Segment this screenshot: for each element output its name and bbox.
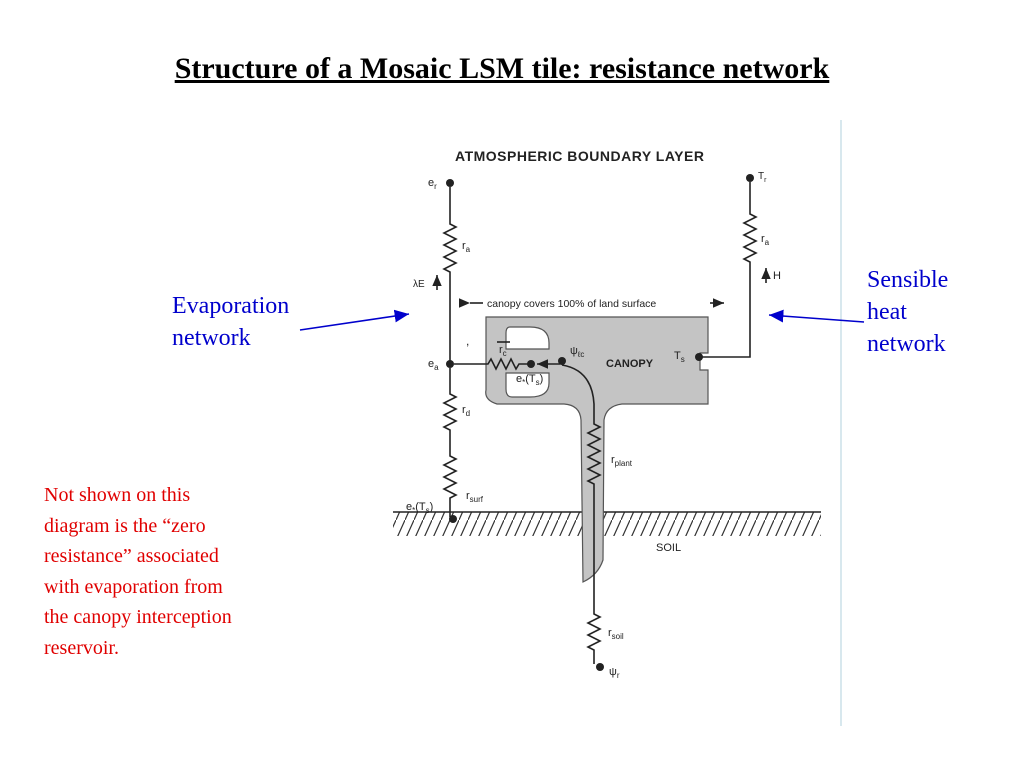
note-line-2: diagram is the “zero — [44, 514, 206, 537]
r-c-label: rc — [499, 344, 507, 358]
e-a-label: ea — [428, 358, 439, 372]
e-star-canopy-label: e*(Ts) — [516, 373, 543, 387]
evaporation-pointer-arrow — [299, 309, 410, 331]
r-a-left-label: ra — [462, 240, 471, 254]
canopy-cutout-upper — [505, 326, 550, 350]
canopy-cutout-lower — [505, 372, 550, 398]
psi-r-label: ψr — [609, 666, 620, 680]
soil-surface-hatching — [393, 512, 821, 536]
slide-title: Structure of a Mosaic LSM tile: resistan… — [174, 52, 830, 85]
sensible-pointer-arrow — [768, 309, 865, 323]
zero-resistance-note: Not shown on this diagram is the “zero r… — [44, 480, 304, 663]
e-star-canopy-node — [527, 360, 535, 368]
evaporation-label-line-1: Evaporation — [172, 293, 290, 319]
evaporation-network-label: Evaporation network — [172, 290, 289, 354]
r-soil-label: rsoil — [608, 627, 624, 641]
t-s-node — [695, 353, 703, 361]
psi-lc-label: ψℓc — [570, 345, 584, 359]
sensible-flux-label: H — [773, 270, 781, 282]
tick-mark: , — [466, 334, 469, 348]
e-r-label: er — [428, 177, 437, 191]
note-line-1: Not shown on this — [44, 484, 191, 506]
note-line-3: resistance” associated — [44, 545, 219, 567]
canopy-cover-label: canopy covers 100% of land surface — [487, 298, 656, 310]
canopy-label: CANOPY — [606, 358, 654, 370]
psi-r-node — [596, 663, 604, 671]
r-soil-resistor — [586, 600, 602, 664]
r-a-right-label: ra — [761, 233, 770, 247]
r-plant-label: rplant — [611, 454, 633, 468]
evaporation-label-line-2: network — [172, 325, 251, 351]
r-d-label: rd — [462, 404, 470, 418]
r-d-r-surf-resistors — [442, 368, 458, 517]
latent-flux-label: λE — [413, 279, 425, 290]
soil-label: SOIL — [656, 542, 681, 554]
note-line-6: reservoir. — [44, 636, 119, 659]
r-a-left-resistor — [442, 187, 458, 362]
sensible-label-line-2: heat — [867, 299, 907, 325]
t-r-node — [746, 174, 754, 182]
note-line-4: with evaporation from — [44, 575, 223, 598]
sensible-label-line-3: network — [867, 331, 946, 357]
e-a-node — [446, 360, 454, 368]
atmospheric-boundary-layer-label: ATMOSPHERIC BOUNDARY LAYER — [455, 148, 704, 164]
t-r-label: Tr — [758, 171, 767, 184]
sensible-label-line-1: Sensible — [867, 267, 949, 293]
sensible-heat-network-label: Sensible heat network — [867, 264, 948, 360]
r-c-resistor — [454, 357, 528, 371]
e-r-node — [446, 179, 454, 187]
e-star-ground-label: e*(Ts) — [406, 501, 433, 515]
r-surf-label: rsurf — [466, 490, 484, 504]
t-s-label: Ts — [674, 350, 685, 364]
e-star-ground-node — [449, 515, 457, 523]
note-line-5: the canopy interception — [44, 606, 232, 628]
r-a-right-resistor — [700, 182, 758, 358]
psi-lc-node — [558, 357, 566, 365]
r-plant-resistor — [561, 364, 602, 600]
